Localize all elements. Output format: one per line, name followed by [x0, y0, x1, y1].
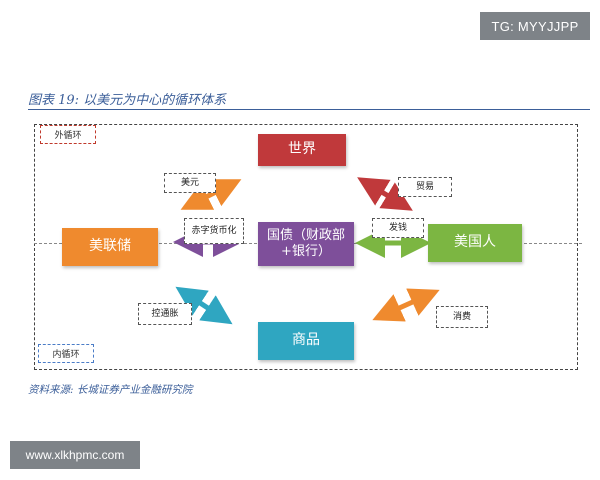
node-fed: 美联储 [62, 228, 158, 266]
title-rule [28, 109, 590, 110]
edge-label-consume: 消费 [436, 306, 488, 328]
arrow-fed-world [180, 179, 242, 210]
outer-loop-frame [34, 124, 578, 370]
watermark-bottom: www.xlkhpmc.com [10, 441, 140, 469]
arrow-goods-uspeople [372, 288, 440, 322]
figure-source: 资料来源: 长城证券产业金融研究院 [28, 384, 193, 396]
watermark-top: TG: MYYJJPP [480, 12, 590, 40]
node-goods: 商品 [258, 322, 354, 360]
arrow-world-uspeople [357, 177, 413, 211]
edge-label-control: 控通胀 [138, 303, 192, 325]
node-us-people: 美国人 [428, 224, 522, 262]
outer-loop-label: 外循环 [40, 125, 96, 144]
figure-title: 图表 19: 以美元为中心的循环体系 [28, 93, 227, 108]
edge-label-usd: 美元 [164, 173, 216, 193]
inner-loop-label: 内循环 [38, 344, 94, 363]
edge-label-trade: 贸易 [398, 177, 452, 197]
edge-label-issue: 发钱 [372, 218, 424, 238]
node-world: 世界 [258, 134, 346, 166]
arrow-fed-goods [175, 286, 233, 325]
node-bonds: 国债（财政部+银行） [258, 222, 354, 266]
edge-label-deficit: 赤字货币化 [184, 218, 244, 244]
